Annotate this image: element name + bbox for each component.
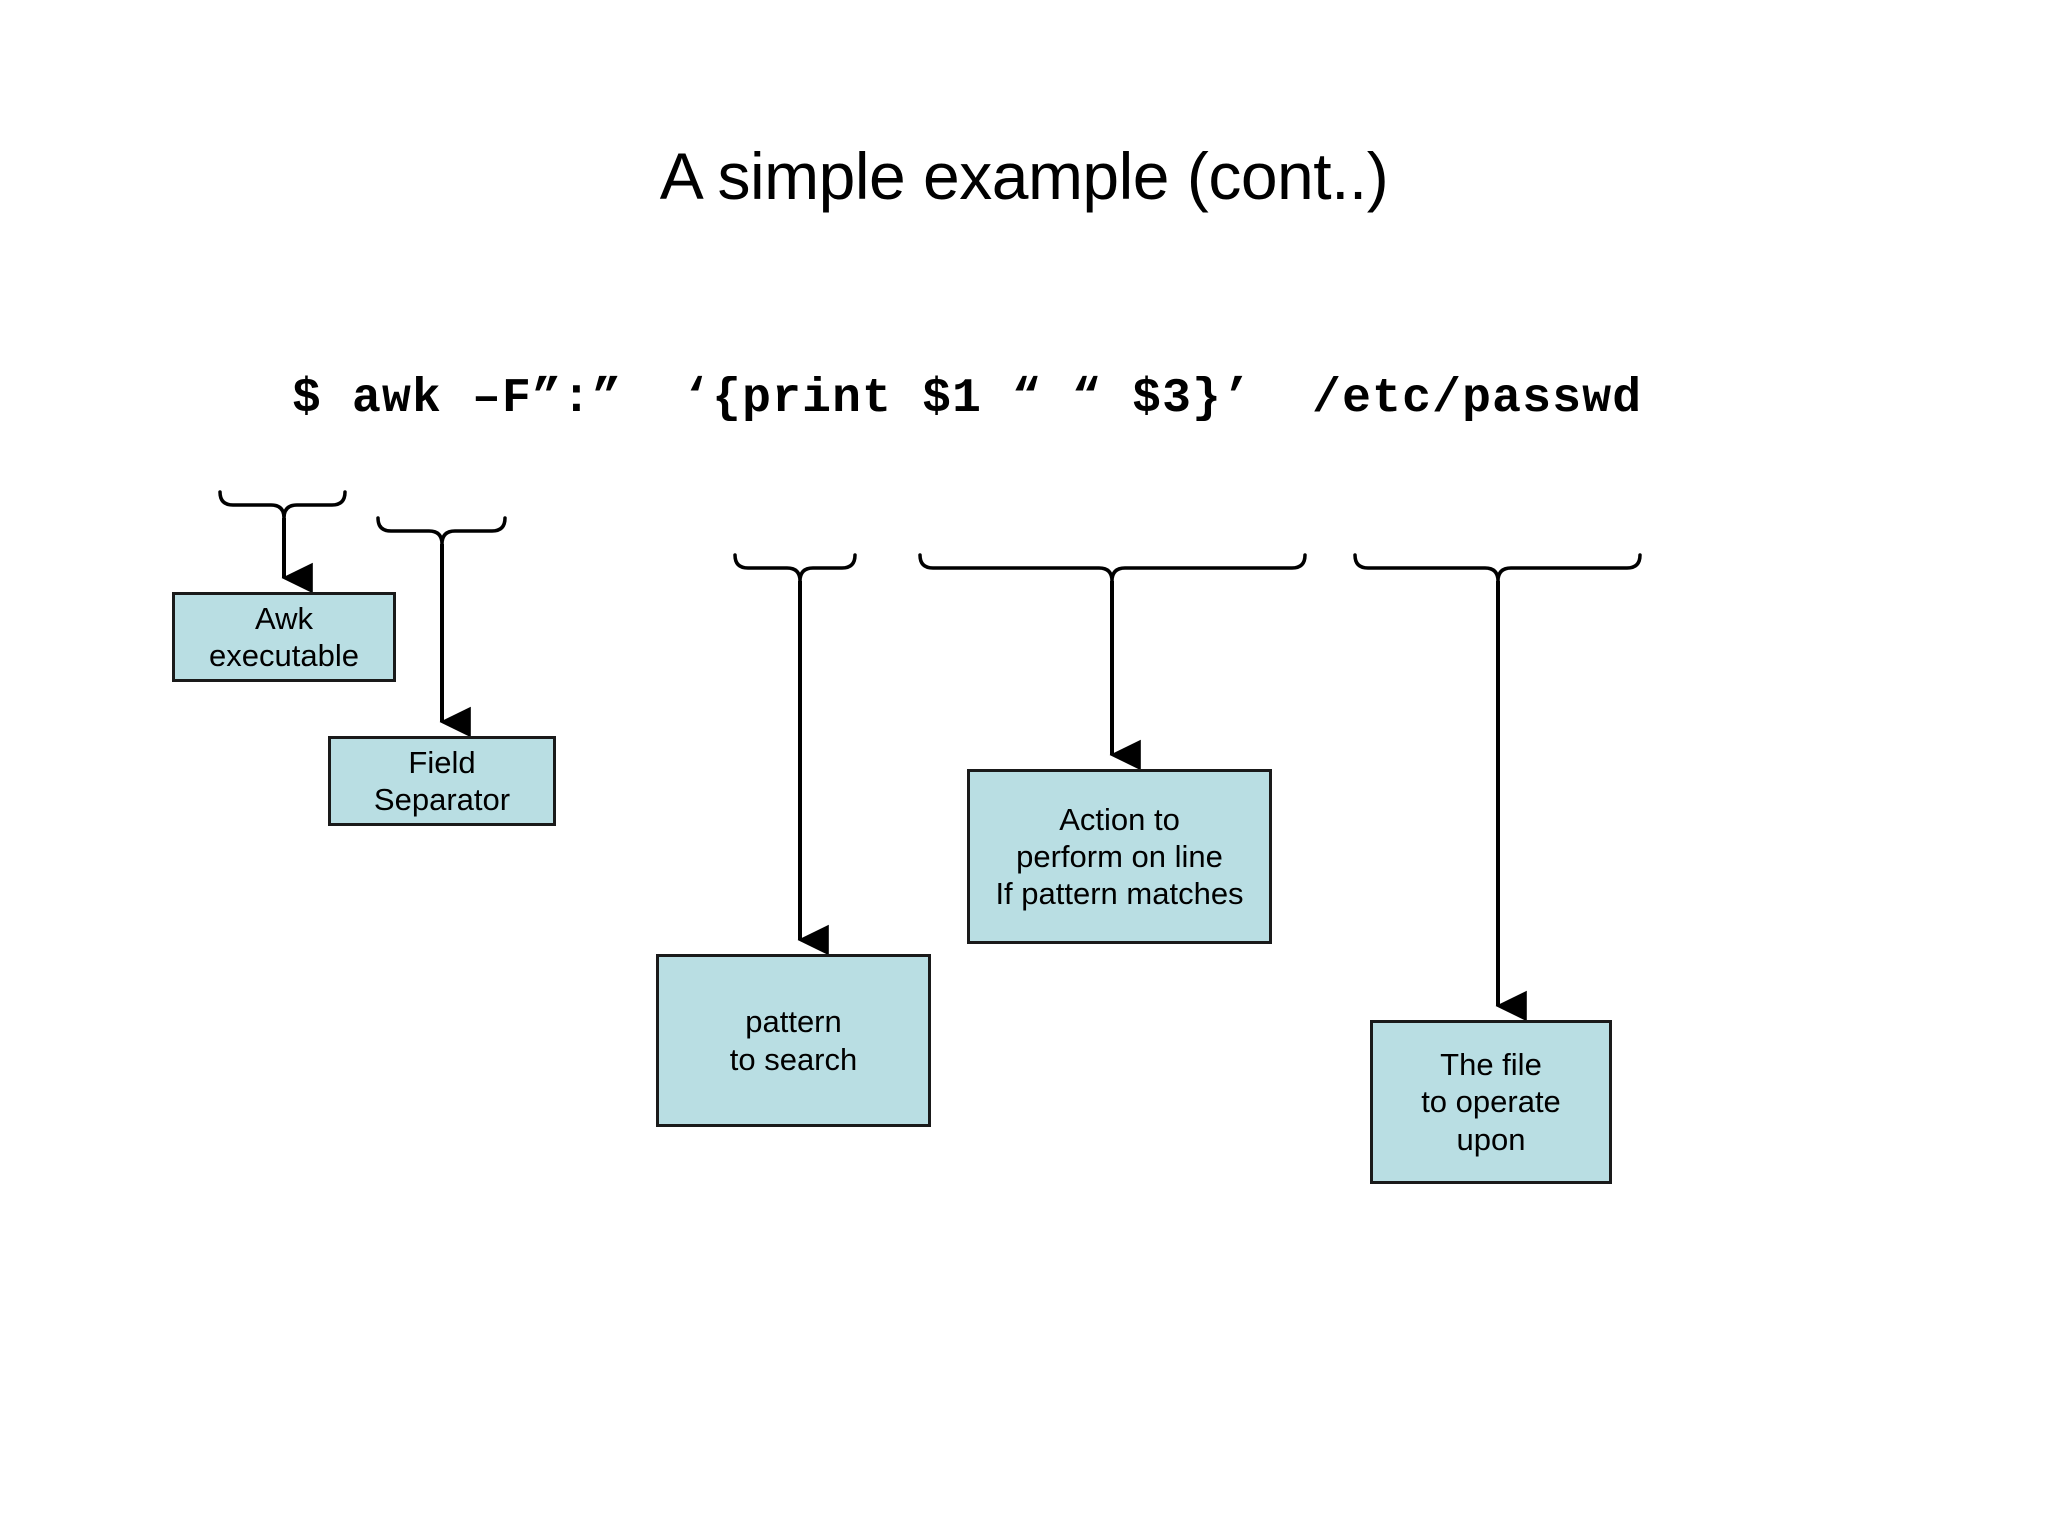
callout-label-awk-executable: Awk executable: [209, 600, 359, 673]
connector-action-to-perform: [918, 553, 1307, 771]
connector-pattern-to-search: [733, 553, 857, 956]
callout-box-pattern-to-search[interactable]: pattern to search: [656, 954, 931, 1127]
callout-box-file-to-operate-upon[interactable]: The file to operate upon: [1370, 1020, 1612, 1184]
connector-file-to-operate-upon: [1353, 553, 1642, 1022]
connector-awk-executable: [218, 490, 347, 594]
callout-label-pattern-to-search: pattern to search: [729, 1004, 858, 1077]
callout-box-awk-executable[interactable]: Awk executable: [172, 592, 396, 682]
page-title: A simple example (cont..): [659, 139, 1389, 213]
callout-label-field-separator: Field Separator: [373, 744, 511, 817]
callout-label-file-to-operate-upon: The file to operate upon: [1421, 1047, 1561, 1157]
connector-field-separator: [376, 516, 507, 738]
callout-box-action-to-perform[interactable]: Action to perform on line If pattern mat…: [967, 769, 1272, 944]
command-line-text: $ awk –F”:” ‘{print $1 “ “ $3}’ /etc/pas…: [292, 372, 1643, 426]
callout-label-action-to-perform: Action to perform on line If pattern mat…: [995, 801, 1244, 912]
callout-box-field-separator[interactable]: Field Separator: [328, 736, 556, 826]
